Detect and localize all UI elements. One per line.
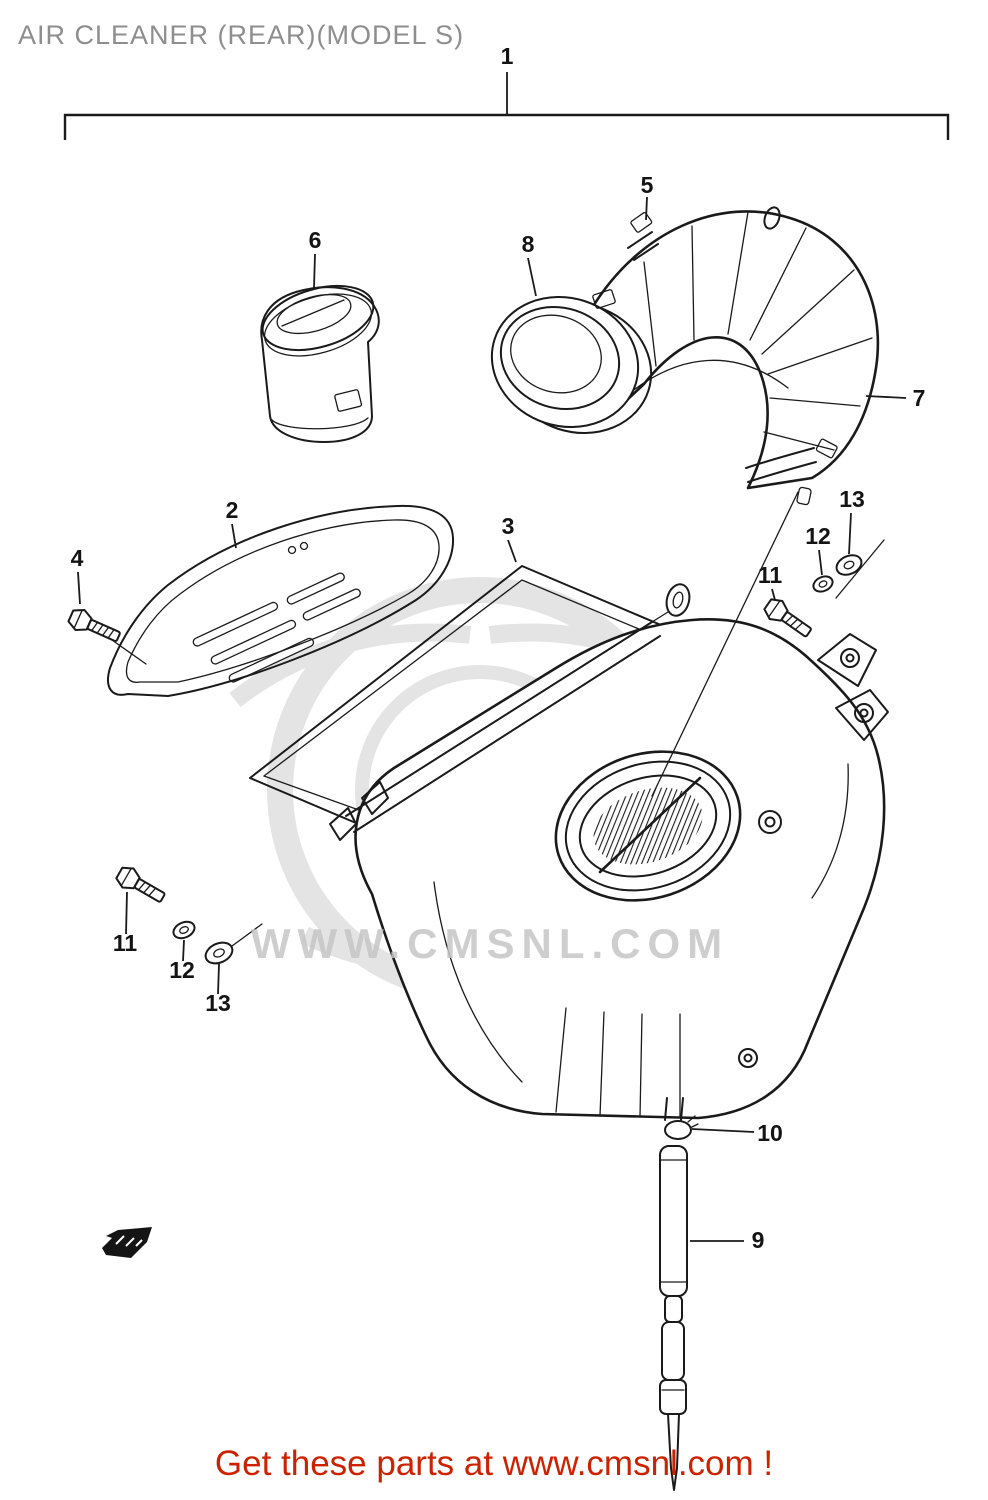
guide-lines — [111, 491, 885, 947]
callout-9[interactable]: 9 — [752, 1227, 765, 1253]
filter-opening — [554, 750, 742, 902]
callout-1[interactable]: 1 — [501, 43, 514, 69]
page-title: AIR CLEANER (REAR)(MODEL S) — [18, 20, 465, 50]
callout-12-right[interactable]: 12 — [805, 523, 831, 549]
footer-link[interactable]: Get these parts at www.cmsnl.com ! — [214, 1444, 774, 1483]
callout-5[interactable]: 5 — [641, 172, 654, 198]
callout-8[interactable]: 8 — [522, 231, 535, 257]
part-2-cover-drawing — [107, 504, 455, 697]
callout-11-right[interactable]: 11 — [758, 562, 783, 588]
part-5-clamp-drawing — [627, 212, 659, 261]
leader-lines — [63, 72, 950, 1242]
callout-12-left[interactable]: 12 — [169, 957, 195, 983]
left-bolt-washer-cluster — [115, 866, 234, 965]
elbow-hose-drawing — [590, 206, 880, 490]
part-10-clip-drawing — [664, 1115, 699, 1140]
cms-logo — [102, 1227, 152, 1258]
callout-4[interactable]: 4 — [71, 545, 84, 571]
watermark-text: WWW.CMSNL.COM — [251, 920, 729, 967]
right-bolt-washer-cluster — [763, 554, 863, 638]
part-8-hose-ring-drawing — [490, 289, 653, 435]
callout-3[interactable]: 3 — [502, 513, 515, 539]
part-9-drain-tube-drawing — [659, 1097, 688, 1491]
callout-7[interactable]: 7 — [913, 385, 926, 411]
callout-13-right[interactable]: 13 — [839, 486, 865, 512]
air-cleaner-body-drawing — [329, 583, 889, 1120]
callout-13-left[interactable]: 13 — [205, 990, 231, 1016]
callout-10[interactable]: 10 — [757, 1120, 783, 1146]
callouts: 1 2 3 4 5 6 7 8 9 10 11 11 12 12 13 13 — [71, 43, 926, 1253]
callout-6[interactable]: 6 — [309, 227, 322, 253]
part-4-bolt-drawing — [67, 608, 121, 643]
callout-11-left[interactable]: 11 — [113, 930, 138, 956]
callout-2[interactable]: 2 — [226, 497, 239, 523]
part-7-clamp-drawing — [745, 438, 838, 506]
part-6-inlet-duct-drawing — [260, 285, 380, 443]
